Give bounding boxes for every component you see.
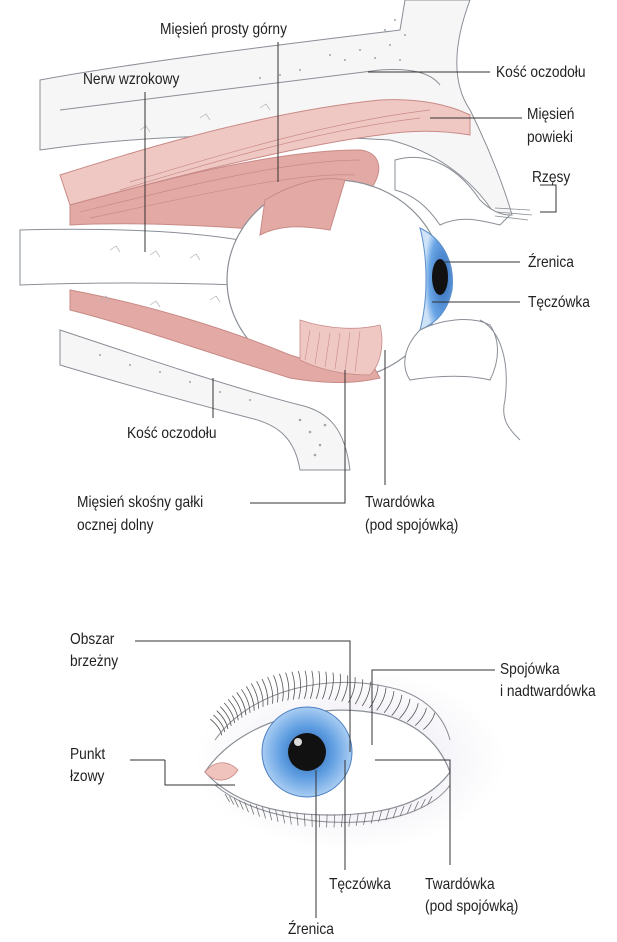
label-iris-side: Tęczówka [528,293,590,313]
label-conjunctiva-line1: Spojówka [500,660,560,680]
label-limbus-line1: Obszar [70,630,114,650]
label-conjunctiva-line2: i nadtwardówka [500,682,596,702]
label-inferior-oblique-line2: ocznej dolny [77,516,153,536]
label-sclera-side-line2: (pod spojówką) [365,516,458,536]
pupil-front [288,733,326,771]
label-sclera-front-line1: Twardówka [425,875,495,895]
optic-nerve [20,229,240,285]
label-sclera-front-line2: (pod spojówką) [425,897,518,917]
label-pupil-side: Źrenica [528,253,574,273]
pupil-highlight [294,738,302,746]
label-eyelashes: Rzęsy [532,168,570,188]
label-eyelid-muscle-line2: powieki [527,128,573,148]
label-lacrimal-line1: Punkt [70,745,105,765]
eyelash [327,815,328,828]
label-optic-nerve: Nerw wzrokowy [83,70,179,90]
label-inferior-oblique-line1: Mięsień skośny gałki [77,493,203,513]
label-eyelid-muscle-line1: Mięsień [527,105,574,125]
label-lacrimal-line2: łzowy [70,767,104,787]
label-limbus-line2: brzeżny [70,652,118,672]
label-orbit-bone-bottom: Kość oczodołu [127,424,216,444]
label-sclera-side-line1: Twardówka [365,493,435,513]
pupil-side [432,259,448,295]
label-pupil-front: Źrenica [288,920,334,940]
label-superior-rectus: Mięsień prosty górny [160,20,287,40]
label-orbit-bone-top: Kość oczodołu [496,63,585,83]
label-iris-front: Tęczówka [329,875,391,895]
